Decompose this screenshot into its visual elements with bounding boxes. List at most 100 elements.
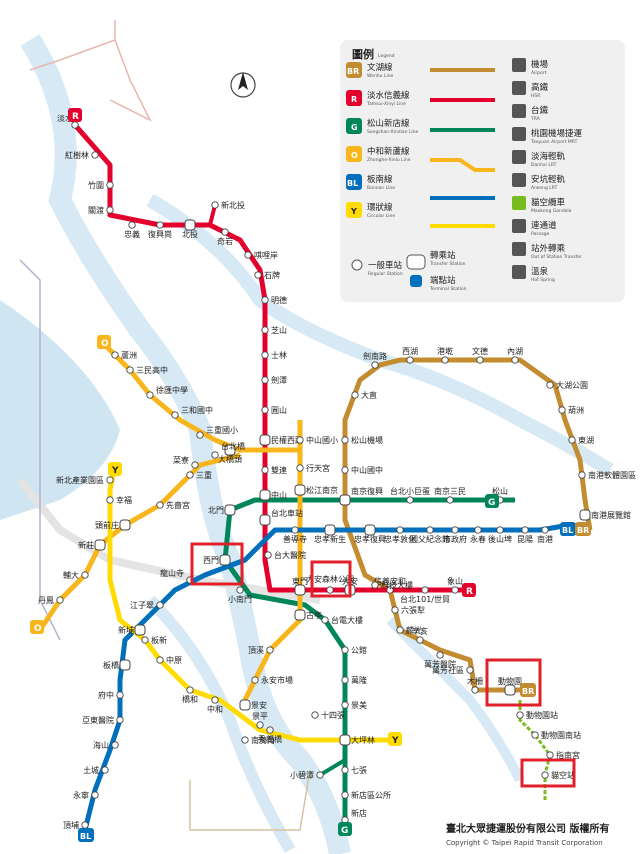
station-jiangzicui[interactable]: 江子翠 <box>130 601 164 610</box>
station-xinyi-anhe[interactable]: 信義安和 <box>374 576 406 594</box>
station-muzha[interactable]: 木柵 <box>467 676 483 694</box>
station-dongmen[interactable]: 東門 <box>292 576 308 596</box>
station-yongning[interactable]: 永寧 <box>73 790 99 800</box>
station-yongchun[interactable]: 永春 <box>470 526 486 544</box>
station-maokong[interactable]: 貓空站 <box>541 770 575 780</box>
station-songjiang[interactable]: 松江南京 <box>294 484 338 496</box>
station-fuxinggang[interactable]: 復興崗 <box>148 221 172 239</box>
station-sanchong-elem[interactable]: 三重國小 <box>196 425 238 439</box>
station-shandao[interactable]: 善導寺 <box>283 526 307 544</box>
station-qiyan[interactable]: 奇岩 <box>217 228 233 246</box>
station-minquan[interactable]: 民權西路 <box>259 434 303 446</box>
station-xinhai[interactable]: 辛亥 <box>412 626 428 644</box>
station-wanlong[interactable]: 萬隆 <box>341 675 367 685</box>
station-taipei-city-hall[interactable]: 市政府 <box>443 526 467 544</box>
station-xinpu[interactable]: 新埔 <box>118 624 146 636</box>
station-shisizhang[interactable]: 十四張 <box>311 710 345 720</box>
station-taipeimain[interactable]: 台北車站 <box>259 508 303 526</box>
station-taipei-bridge[interactable]: 台北橋 <box>211 441 245 459</box>
station-daan-park[interactable]: 大安森林公園 <box>306 574 354 594</box>
station-donghu[interactable]: 東湖 <box>568 435 594 445</box>
station-xiulang[interactable]: 秀朗橋 <box>258 726 282 744</box>
station-liuzhangli[interactable]: 六張犁 <box>391 605 425 615</box>
station-jingmei[interactable]: 景美 <box>341 700 367 710</box>
station-huzhou[interactable]: 葫洲 <box>558 405 584 415</box>
station-xindian-office[interactable]: 新店區公所 <box>341 790 391 800</box>
station-zhongyuan[interactable]: 中原 <box>156 655 182 665</box>
station-kunyang[interactable]: 昆陽 <box>517 526 533 544</box>
station-ximen[interactable]: 西門 <box>203 554 231 566</box>
station-xianse[interactable]: 先嗇宮 <box>156 500 190 510</box>
station-jingping[interactable]: 景平 <box>252 712 268 729</box>
station-banqiao[interactable]: 板橋 <box>103 659 131 671</box>
station-xiangshan[interactable]: 象山 <box>447 576 463 594</box>
station-beimen[interactable]: 北門 <box>208 504 236 516</box>
station-xingtian[interactable]: 行天宮 <box>296 463 330 473</box>
station-qizhang[interactable]: 七張 <box>341 766 367 775</box>
station-sanhe[interactable]: 三和國中 <box>171 405 213 419</box>
station-zhinan[interactable]: 指南宮 <box>546 750 580 760</box>
station-caitiao[interactable]: 菜寮 <box>173 455 199 469</box>
station-banxin[interactable]: 板新 <box>141 635 167 645</box>
station-guting[interactable]: 古亭 <box>294 609 322 621</box>
station-haishan[interactable]: 海山 <box>93 740 119 750</box>
station-dazhi[interactable]: 大直 <box>351 390 377 400</box>
station-nangang[interactable]: 南港 <box>537 526 553 544</box>
station-shuanglian[interactable]: 雙連 <box>261 465 287 475</box>
station-taipower[interactable]: 台電大樓 <box>321 615 363 625</box>
station-nangang-sw[interactable]: 南港軟體園區 <box>578 470 636 480</box>
station-yuanshan[interactable]: 圓山 <box>261 405 287 415</box>
station-dapinglin[interactable]: 大坪林 <box>339 734 375 746</box>
station-nangang-exh[interactable]: 南港展覽館 <box>579 509 631 521</box>
station-zhongxiao-xinsheng[interactable]: 忠孝新生 <box>314 524 346 544</box>
station-dingxi[interactable]: 頂溪 <box>248 645 274 655</box>
station-xinbei-ind[interactable]: 新北產業園區 <box>56 475 114 485</box>
station-shilin[interactable]: 士林 <box>261 350 287 360</box>
station-tucheng[interactable]: 土城 <box>83 765 109 775</box>
station-luzhou[interactable]: 蘆洲 <box>111 350 137 360</box>
station-taipei101[interactable]: 台北101/世貿 <box>400 586 450 604</box>
station-zhongshan-jh[interactable]: 中山國中 <box>341 465 383 475</box>
station-xiaonanmen[interactable]: 小南門 <box>228 586 252 604</box>
station-wanfang-hosp[interactable]: 萬芳醫院 <box>424 651 456 669</box>
station-xingfu[interactable]: 幸福 <box>106 496 132 505</box>
station-xujuitxt[interactable]: 徐匯中學 <box>146 385 188 399</box>
station-jingan[interactable]: 景安 <box>239 699 267 711</box>
station-mingde[interactable]: 明德 <box>261 295 287 305</box>
station-zhishan[interactable]: 芝山 <box>261 325 287 335</box>
station-shipai[interactable]: 石牌 <box>254 270 280 280</box>
station-zoo-south[interactable]: 動物園南站 <box>531 730 581 740</box>
station-xinzhuang[interactable]: 新莊 <box>78 539 106 551</box>
station-zhongyi[interactable]: 忠義 <box>124 221 140 239</box>
station-daqiaotou[interactable]: 大橋頭 <box>218 444 242 464</box>
station-zhonghe[interactable]: 中和 <box>207 696 223 714</box>
station-far-eastern[interactable]: 亞東醫院 <box>82 715 124 725</box>
station-nanshijiao[interactable]: 南勢角 <box>241 735 275 745</box>
station-qiaohe[interactable]: 橋和 <box>182 686 198 704</box>
station-touqianzhuang[interactable]: 頭前庄 <box>95 519 131 531</box>
station-zhongshan-elem[interactable]: 中山國小 <box>296 435 338 445</box>
station-dahu[interactable]: 大湖公園 <box>546 380 588 390</box>
station-neihu[interactable]: 內湖 <box>507 347 523 364</box>
station-yongan[interactable]: 永安市場 <box>251 675 293 685</box>
station-taipei-zoo[interactable]: 動物園 <box>498 676 522 696</box>
station-zoo-gondola[interactable]: 動物園站 <box>516 710 558 720</box>
station-xihu[interactable]: 西湖 <box>402 347 418 364</box>
station-nanjing-sanmin[interactable]: 南京三民 <box>434 486 466 504</box>
station-sanmin[interactable]: 三民高中 <box>126 365 168 375</box>
station-nanjing-fuxing[interactable]: 南京復興 <box>339 486 383 506</box>
station-hongshulin[interactable]: 紅樹林 <box>65 150 99 160</box>
station-zhongxiao-dunhua[interactable]: 忠孝敦化 <box>384 526 416 544</box>
station-beitou[interactable]: 北投 <box>182 219 198 239</box>
station-houshanpi[interactable]: 後山埤 <box>488 526 512 544</box>
station-wende[interactable]: 文德 <box>472 346 488 364</box>
station-jiantan[interactable]: 劍潭 <box>261 375 287 385</box>
station-xinbeitou[interactable]: 新北投 <box>211 200 245 210</box>
station-ntuh[interactable]: 台大醫院 <box>264 550 306 560</box>
station-sanchong[interactable]: 三重 <box>186 470 212 480</box>
station-qilian[interactable]: 唭哩岸 <box>244 250 278 260</box>
station-zhongxiao-fuxing[interactable]: 忠孝復興 <box>354 524 386 544</box>
station-gangqian[interactable]: 港墘 <box>437 346 453 364</box>
station-zhongshan[interactable]: 中山 <box>259 489 287 501</box>
station-linguang[interactable]: 麟光 <box>396 625 422 635</box>
